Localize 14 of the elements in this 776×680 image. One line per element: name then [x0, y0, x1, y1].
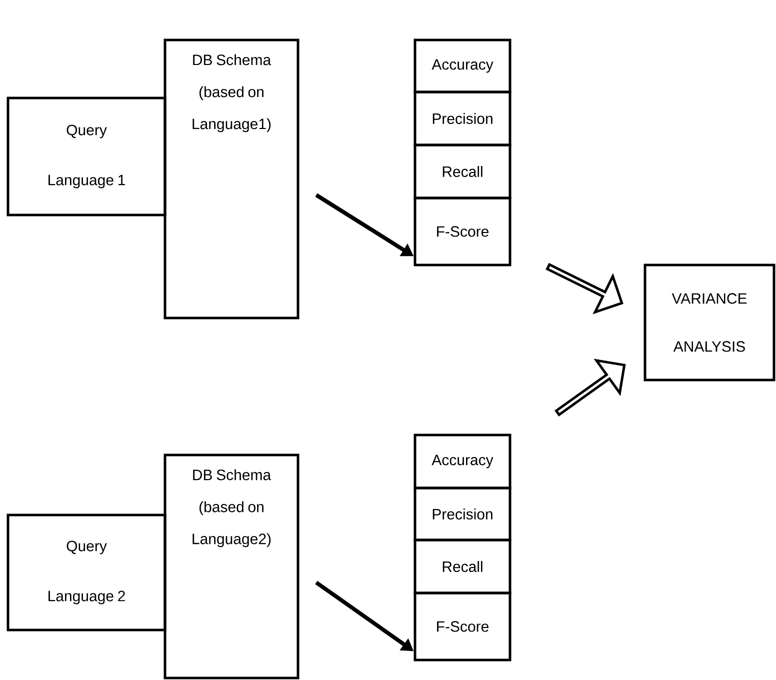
- schema-box: DB Schema (based on Language2): [164, 454, 300, 680]
- metric-box: Precision: [414, 486, 512, 542]
- query-box: Query Language 2: [6, 514, 166, 632]
- schema-box: DB Schema (based on Language1): [164, 38, 300, 320]
- metric-box: Precision: [414, 90, 512, 146]
- query-box: Query Language 1: [6, 96, 166, 216]
- analysis-box: VARIANCE ANALYSIS: [644, 264, 776, 382]
- metric-box: Accuracy: [414, 434, 512, 490]
- metric-box: F-Score: [414, 592, 512, 662]
- block-arrow: [554, 358, 626, 416]
- metric-box: Recall: [414, 144, 512, 200]
- metric-box: Recall: [414, 538, 512, 594]
- metric-box: F-Score: [414, 196, 512, 266]
- metric-box: Accuracy: [414, 38, 512, 94]
